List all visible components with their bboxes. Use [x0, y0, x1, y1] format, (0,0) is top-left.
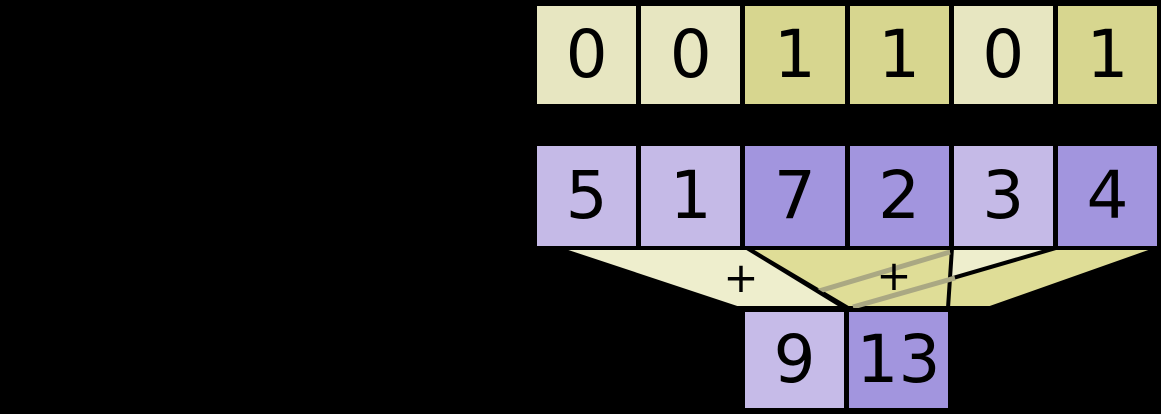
value-cell: 3 — [953, 146, 1053, 246]
mask-cell: 0 — [953, 6, 1053, 104]
value-cell: 1 — [641, 146, 741, 246]
result-row: 9 13 — [741, 308, 952, 412]
mask-row: 0 0 1 1 0 1 — [533, 2, 1161, 108]
plus-icon: + — [876, 251, 912, 300]
value-row: 5 1 7 2 3 4 — [533, 142, 1161, 250]
value-cell: 7 — [745, 146, 845, 246]
result-cell: 9 — [745, 312, 844, 408]
plus-icon: + — [723, 253, 759, 302]
value-cell: 5 — [537, 146, 637, 246]
mask-cell: 1 — [1057, 6, 1158, 104]
mask-cell: 1 — [745, 6, 845, 104]
value-cell: 2 — [849, 146, 949, 246]
mask-cell: 1 — [849, 6, 949, 104]
mask-cell: 0 — [537, 6, 637, 104]
result-cell: 13 — [849, 312, 948, 408]
value-cell: 4 — [1057, 146, 1158, 246]
mask-cell: 0 — [641, 6, 741, 104]
band-edge-line — [852, 275, 956, 310]
